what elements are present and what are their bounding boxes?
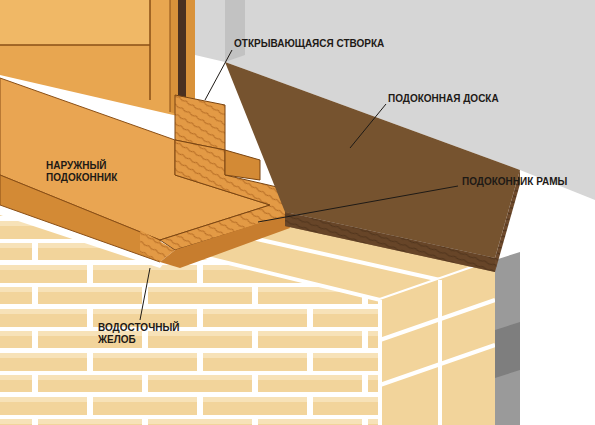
leader-lines [140,50,458,320]
part-label: ПОДОКОННИК РАМЫ [462,176,590,188]
part-label: ВОДОСТОЧНЫЙ ЖЕЛОБ [98,322,188,345]
part-label: ОТКРЫВАЮЩАЯСЯ СТВОРКА [234,38,414,50]
part-label: ПОДОКОННАЯ ДОСКА [388,93,548,105]
part-label: НАРУЖНЫЙ ПОДОКОННИК [46,160,126,183]
